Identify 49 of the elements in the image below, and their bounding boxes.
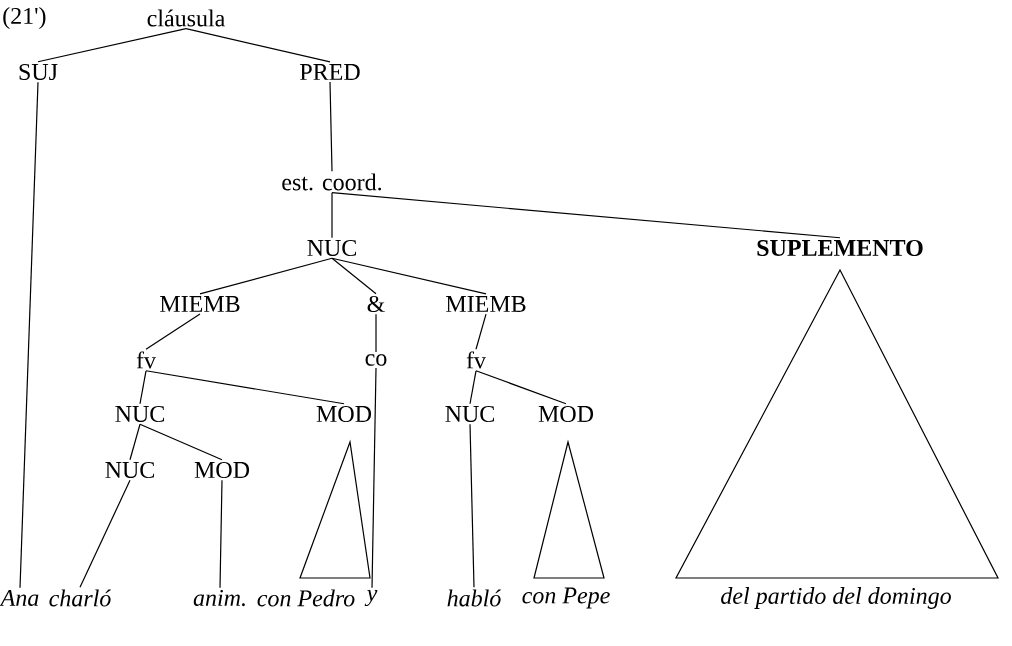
- tree-label: MOD: [538, 405, 594, 423]
- tree-label: MOD: [316, 405, 372, 423]
- tree-label: NUC: [105, 461, 154, 479]
- tree-branch: [469, 370, 477, 405]
- word: Ana: [0, 589, 39, 607]
- tree-label: est. coord.: [282, 173, 382, 191]
- tree-branch: [371, 367, 377, 589]
- tree-label: co: [365, 354, 387, 366]
- tree-label: MOD: [194, 461, 250, 479]
- tree-label: &: [367, 295, 385, 313]
- tree-label: SUPLEMENTO: [757, 239, 923, 257]
- example-number: (21'): [3, 7, 46, 29]
- word: habló: [447, 589, 501, 607]
- tree-branch: [475, 370, 567, 405]
- tree-branch: [329, 81, 333, 172]
- tree-label: fv: [136, 351, 156, 369]
- tree-branch: [469, 423, 475, 588]
- tree-label: NUC: [307, 239, 356, 257]
- tree-label: fv: [466, 351, 486, 369]
- tree-branch: [129, 423, 141, 461]
- tree-branch: [331, 192, 333, 239]
- word: con Pepe: [522, 587, 610, 609]
- tree-label: NUC: [115, 405, 164, 423]
- word: con Pedro: [257, 589, 355, 607]
- word: anim.: [193, 589, 245, 607]
- tree-branch: [199, 257, 333, 295]
- tree-branch: [375, 313, 377, 353]
- tree-branch: [145, 370, 345, 405]
- tree-label: SUJ: [19, 63, 58, 81]
- tree-branch: [79, 479, 131, 588]
- tree-branch: [145, 313, 201, 350]
- tree-branch: [37, 28, 187, 63]
- tree-branch: [331, 192, 841, 239]
- tree-label: cláusula: [147, 9, 225, 27]
- tree-branch: [139, 370, 147, 405]
- word: del partido del domingo: [721, 587, 951, 609]
- word: y: [364, 589, 378, 607]
- tree-branch: [331, 257, 377, 295]
- tree-branch: [19, 81, 39, 589]
- tree-label: MIEMB: [446, 296, 526, 312]
- tree-branch: [475, 313, 487, 350]
- tree-label: MIEMB: [160, 296, 240, 312]
- tree-label: PRED: [300, 64, 360, 80]
- tree-branch: [219, 479, 223, 589]
- tree-branch: [185, 28, 331, 63]
- word: charló: [49, 589, 111, 607]
- tree-label: NUC: [445, 405, 494, 423]
- tree-branch: [139, 423, 223, 461]
- tree-branch: [331, 257, 487, 295]
